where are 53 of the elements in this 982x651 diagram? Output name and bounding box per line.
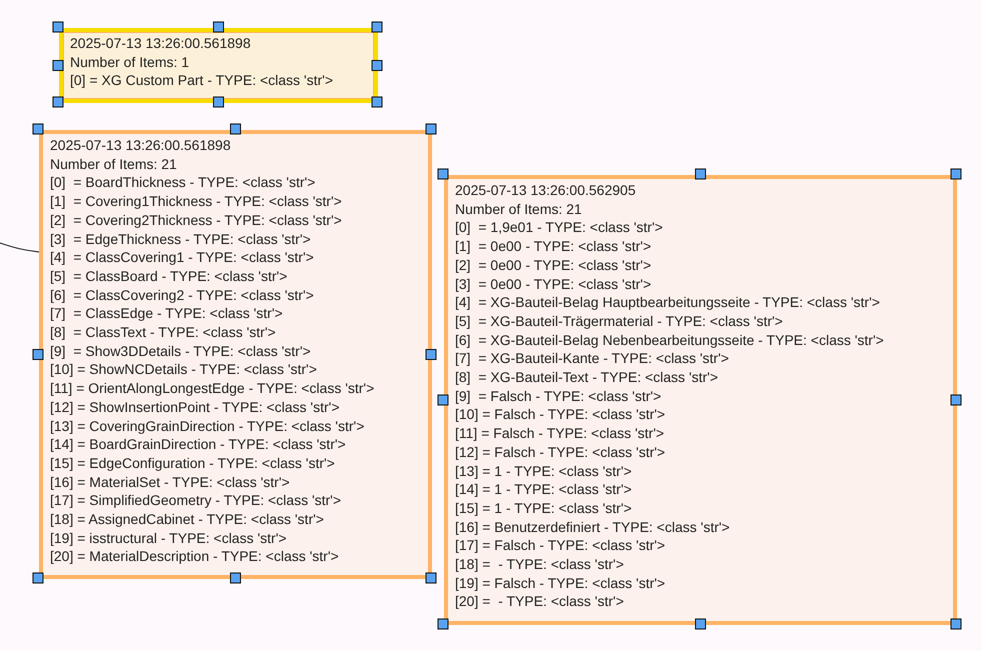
text-line: [16] = Benutzerdefiniert - TYPE: <class 'str'> — [455, 518, 730, 536]
text-line: Number of Items: 1 — [70, 52, 190, 72]
text-line: [2] = Covering2Thickness - TYPE: <class 'str'> — [50, 210, 342, 230]
text-line: [15] = EdgeConfiguration - TYPE: <class 'str'> — [50, 454, 335, 473]
text-line: [10] = ShowNCDetails - TYPE: <class 'str'> — [50, 360, 317, 380]
text-line: [6] = ClassCovering2 - TYPE: <class 'str'> — [50, 286, 314, 304]
text-line: [17] = SimplifiedGeometry - TYPE: <class 'str'> — [50, 491, 342, 510]
text-line: [0] = 1,9e01 - TYPE: <class 'str'> — [455, 218, 663, 238]
text-line: [8] = XG-Bauteil-Text - TYPE: <class 'str'> — [455, 368, 718, 387]
text-line: [1] = 0e00 - TYPE: <class 'str'> — [455, 237, 652, 256]
text-panel — [444, 175, 957, 625]
text-line: [19] = isstructural - TYPE: <class 'str'> — [50, 528, 287, 548]
text-line: [16] = MaterialSet - TYPE: <class 'str'> — [50, 472, 290, 492]
text-line: [19] = Falsch - TYPE: <class 'str'> — [455, 574, 666, 592]
text-panel — [59, 28, 378, 103]
text-line: [3] = 0e00 - TYPE: <class 'str'> — [455, 274, 652, 294]
text-line: Number of Items: 21 — [455, 200, 582, 218]
text-line: [15] = 1 - TYPE: <class 'str'> — [455, 498, 632, 518]
text-line: [14] = BoardGrainDirection - TYPE: <class 'str'> — [50, 435, 346, 454]
text-line: [5] = XG-Bauteil-Trägermaterial - TYPE: <class 'str'> — [455, 312, 783, 331]
text-line: [10] = Falsch - TYPE: <class 'str'> — [455, 405, 666, 424]
text-line: [12] = ShowInsertionPoint - TYPE: <class 'str'> — [50, 398, 340, 417]
text-line: [7] = ClassEdge - TYPE: <class 'str'> — [50, 304, 283, 324]
text-line: [11] = Falsch - TYPE: <class 'str'> — [455, 424, 664, 443]
text-line: [4] = XG-Bauteil-Belag Hauptbearbeitungsseite - TYPE: <class 'str'> — [455, 293, 880, 312]
text-line: [0] = XG Custom Part - TYPE: <class 'str'> — [70, 71, 334, 90]
text-line: [11] = OrientAlongLongestEdge - TYPE: <class 'str'> — [50, 379, 374, 398]
text-line: 2025-07-13 13:26:00.562905 — [455, 181, 636, 200]
text-line: [3] = EdgeThickness - TYPE: <class 'str'> — [50, 230, 311, 248]
text-line: [5] = ClassBoard - TYPE: <class 'str'> — [50, 266, 288, 286]
text-line: [9] = Show3DDetails - TYPE: <class 'str'> — [50, 342, 311, 360]
text-line: [6] = XG-Bauteil-Belag Nebenbearbeitungsseite - TYPE: <class 'str'> — [455, 330, 884, 350]
text-line: [18] = AssignedCabinet - TYPE: <class 'str'> — [50, 510, 324, 529]
text-line: [13] = 1 - TYPE: <class 'str'> — [455, 462, 632, 480]
text-line: [18] = - TYPE: <class 'str'> — [455, 555, 624, 574]
connector-line — [0, 242, 40, 252]
text-line: [20] = MaterialDescription - TYPE: <class 'str'> — [50, 547, 339, 566]
text-line: [4] = ClassCovering1 - TYPE: <class 'str'> — [50, 248, 314, 267]
text-line: [14] = 1 - TYPE: <class 'str'> — [455, 480, 632, 499]
text-line: [8] = ClassText - TYPE: <class 'str'> — [50, 323, 276, 342]
text-panel — [39, 130, 432, 579]
text-line: Number of Items: 21 — [50, 154, 177, 174]
text-line: 2025-07-13 13:26:00.561898 — [70, 34, 251, 53]
text-line: 2025-07-13 13:26:00.561898 — [50, 136, 231, 155]
text-line: [9] = Falsch - TYPE: <class 'str'> — [455, 386, 662, 406]
text-line: [7] = XG-Bauteil-Kante - TYPE: <class 'str'> — [455, 349, 729, 368]
text-line: [12] = Falsch - TYPE: <class 'str'> — [455, 442, 666, 462]
text-line: [2] = 0e00 - TYPE: <class 'str'> — [455, 256, 652, 275]
text-line: [17] = Falsch - TYPE: <class 'str'> — [455, 536, 666, 556]
text-line: [13] = CoveringGrainDirection - TYPE: <class 'str'> — [50, 416, 364, 436]
text-line: [1] = Covering1Thickness - TYPE: <class 'str'> — [50, 192, 342, 211]
text-line: [0] = BoardThickness - TYPE: <class 'str'> — [50, 173, 316, 192]
text-line: [20] = - TYPE: <class 'str'> — [455, 592, 624, 612]
